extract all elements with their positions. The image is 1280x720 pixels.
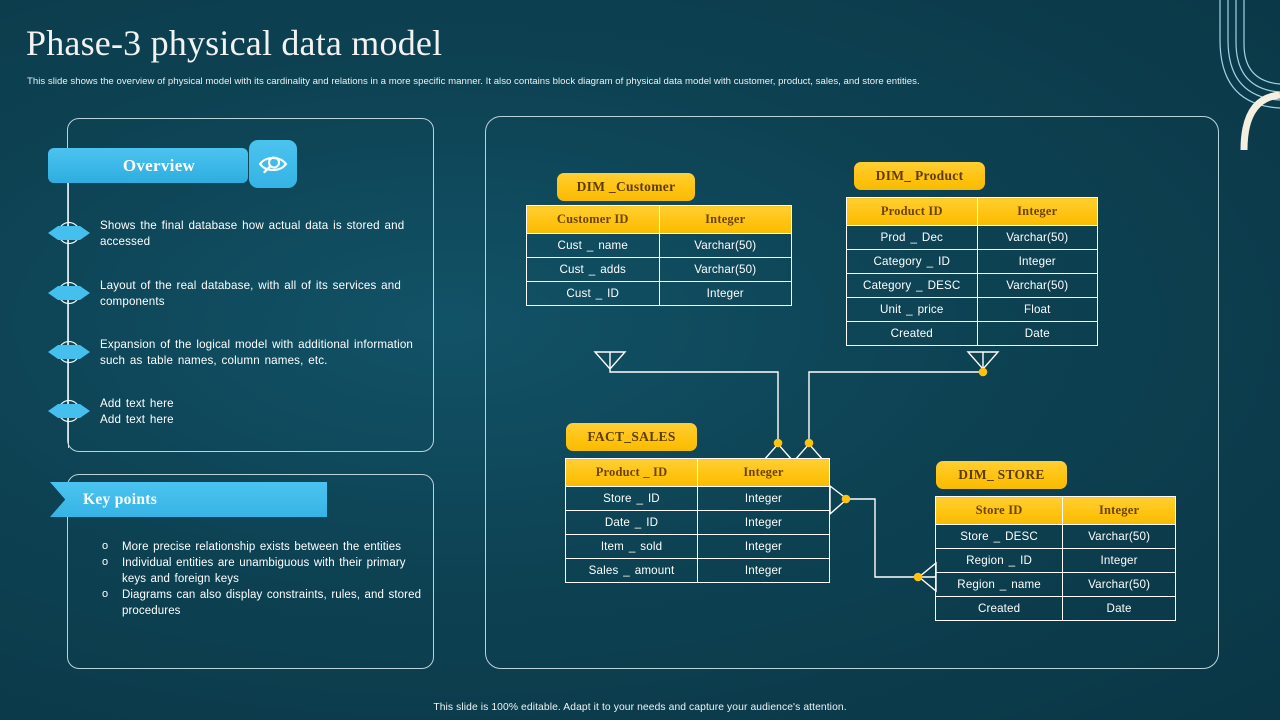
erd-panel [485, 116, 1219, 669]
key-points-list: More precise relationship exists between… [100, 538, 430, 619]
cell-type: Varchar(50) [1062, 524, 1176, 549]
cell-type: Integer [697, 510, 830, 535]
column-header: Integer [697, 458, 830, 487]
cell-type: Varchar(50) [658, 257, 792, 282]
overview-bullet-icon [48, 281, 90, 305]
cell-type: Date [1062, 596, 1176, 621]
cell-type: Varchar(50) [658, 233, 792, 258]
cell-field: Cust _ ID [526, 281, 660, 306]
column-header: Product _ ID [565, 458, 698, 487]
overview-heading-label: Overview [122, 155, 196, 175]
cell-field: Sales _ amount [565, 558, 698, 583]
cell-field: Unit _ price [846, 297, 978, 322]
overview-item-2: Layout of the real database, with all of… [48, 278, 418, 310]
column-header: Integer [1062, 496, 1176, 525]
list-item: Diagrams can also display constraints, r… [100, 586, 430, 619]
cell-type: Float [976, 297, 1099, 322]
overview-timeline-spine [68, 183, 69, 448]
cell-type: Varchar(50) [1062, 572, 1176, 597]
column-header: Customer ID [526, 205, 660, 234]
table-header-row: Store ID Integer [934, 496, 1176, 525]
cell-field: Store _ ID [565, 486, 698, 511]
table-header-row: Product _ ID Integer [565, 458, 830, 487]
cell-field: Date _ ID [565, 510, 698, 535]
cell-type: Integer [976, 249, 1099, 274]
overview-item-label: Layout of the real database, with all of… [100, 279, 401, 308]
key-points-heading-label: Key points [83, 490, 158, 508]
cell-field: Store _ DESC [934, 524, 1064, 549]
cell-type: Integer [658, 281, 792, 306]
cell-field: Created [934, 596, 1064, 621]
cell-field: Region _ ID [934, 548, 1064, 573]
eye-search-icon [258, 156, 288, 174]
column-header: Integer [976, 197, 1099, 226]
page-title: Phase-3 physical data model [26, 23, 443, 63]
slide-footer-note: This slide is 100% editable. Adapt it to… [433, 702, 847, 713]
cell-field: Prod _ Dec [846, 225, 978, 250]
cell-field: Item _ sold [565, 534, 698, 559]
cell-type: Integer [697, 534, 830, 559]
cell-field: Created [846, 321, 978, 346]
cell-field: Category _ ID [846, 249, 978, 274]
overview-item-label: Expansion of the logical model with addi… [100, 338, 414, 367]
cell-type: Integer [1062, 548, 1176, 573]
overview-item-3: Expansion of the logical model with addi… [48, 337, 418, 369]
column-header: Integer [658, 205, 792, 234]
overview-bullet-icon [48, 340, 90, 364]
cell-field: Cust _ adds [526, 257, 660, 282]
erd-table-title-dim-store: DIM_ STORE [936, 461, 1067, 489]
overview-panel [67, 118, 434, 452]
column-header: Product ID [846, 197, 978, 226]
cell-type: Varchar(50) [976, 225, 1099, 250]
cell-type: Integer [697, 486, 830, 511]
cell-field: Cust _ name [526, 233, 660, 258]
erd-table-title-fact-sales: FACT_SALES [566, 423, 697, 451]
cell-field: Region _ name [934, 572, 1064, 597]
key-points-heading-ribbon: Key points [50, 482, 327, 517]
erd-table-title-dim-product: DIM_ Product [854, 162, 985, 190]
cell-type: Integer [697, 558, 830, 583]
key-points-panel [67, 474, 434, 669]
overview-bullet-icon [48, 399, 90, 423]
overview-item-label: Add text here Add text here [100, 397, 174, 426]
overview-heading-pill: Overview [48, 148, 248, 183]
cell-field: Category _ DESC [846, 273, 978, 298]
table-header-row: Customer ID Integer [526, 205, 792, 234]
erd-table-title-dim-customer: DIM _Customer [557, 173, 695, 201]
page-subtitle: This slide shows the overview of physica… [27, 76, 920, 87]
overview-bullet-icon [48, 221, 90, 245]
list-item: More precise relationship exists between… [100, 538, 430, 555]
cell-type: Varchar(50) [976, 273, 1099, 298]
overview-item-label: Shows the final database how actual data… [100, 219, 405, 248]
eye-search-icon-button[interactable] [249, 140, 297, 188]
list-item: Individual entities are unambiguous with… [100, 554, 430, 587]
column-header: Store ID [934, 496, 1064, 525]
cell-type: Date [976, 321, 1099, 346]
table-header-row: Product ID Integer [846, 197, 1099, 226]
overview-item-4: Add text here Add text here [48, 396, 418, 428]
overview-item-1: Shows the final database how actual data… [48, 218, 418, 250]
